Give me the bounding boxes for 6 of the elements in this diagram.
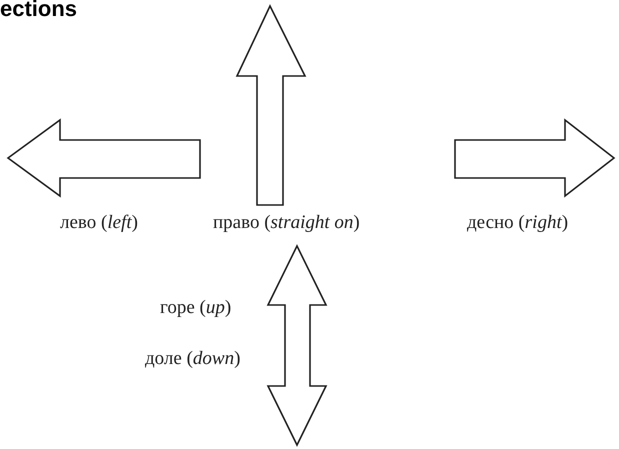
direction-label: доле (down) — [145, 348, 240, 370]
heading: ections — [0, 0, 78, 22]
direction-label: горе (up) — [160, 297, 232, 319]
direction-label: десно (right) — [467, 212, 568, 234]
direction-label: лево (left) — [60, 212, 138, 234]
direction-label: право (straight on) — [213, 212, 360, 234]
